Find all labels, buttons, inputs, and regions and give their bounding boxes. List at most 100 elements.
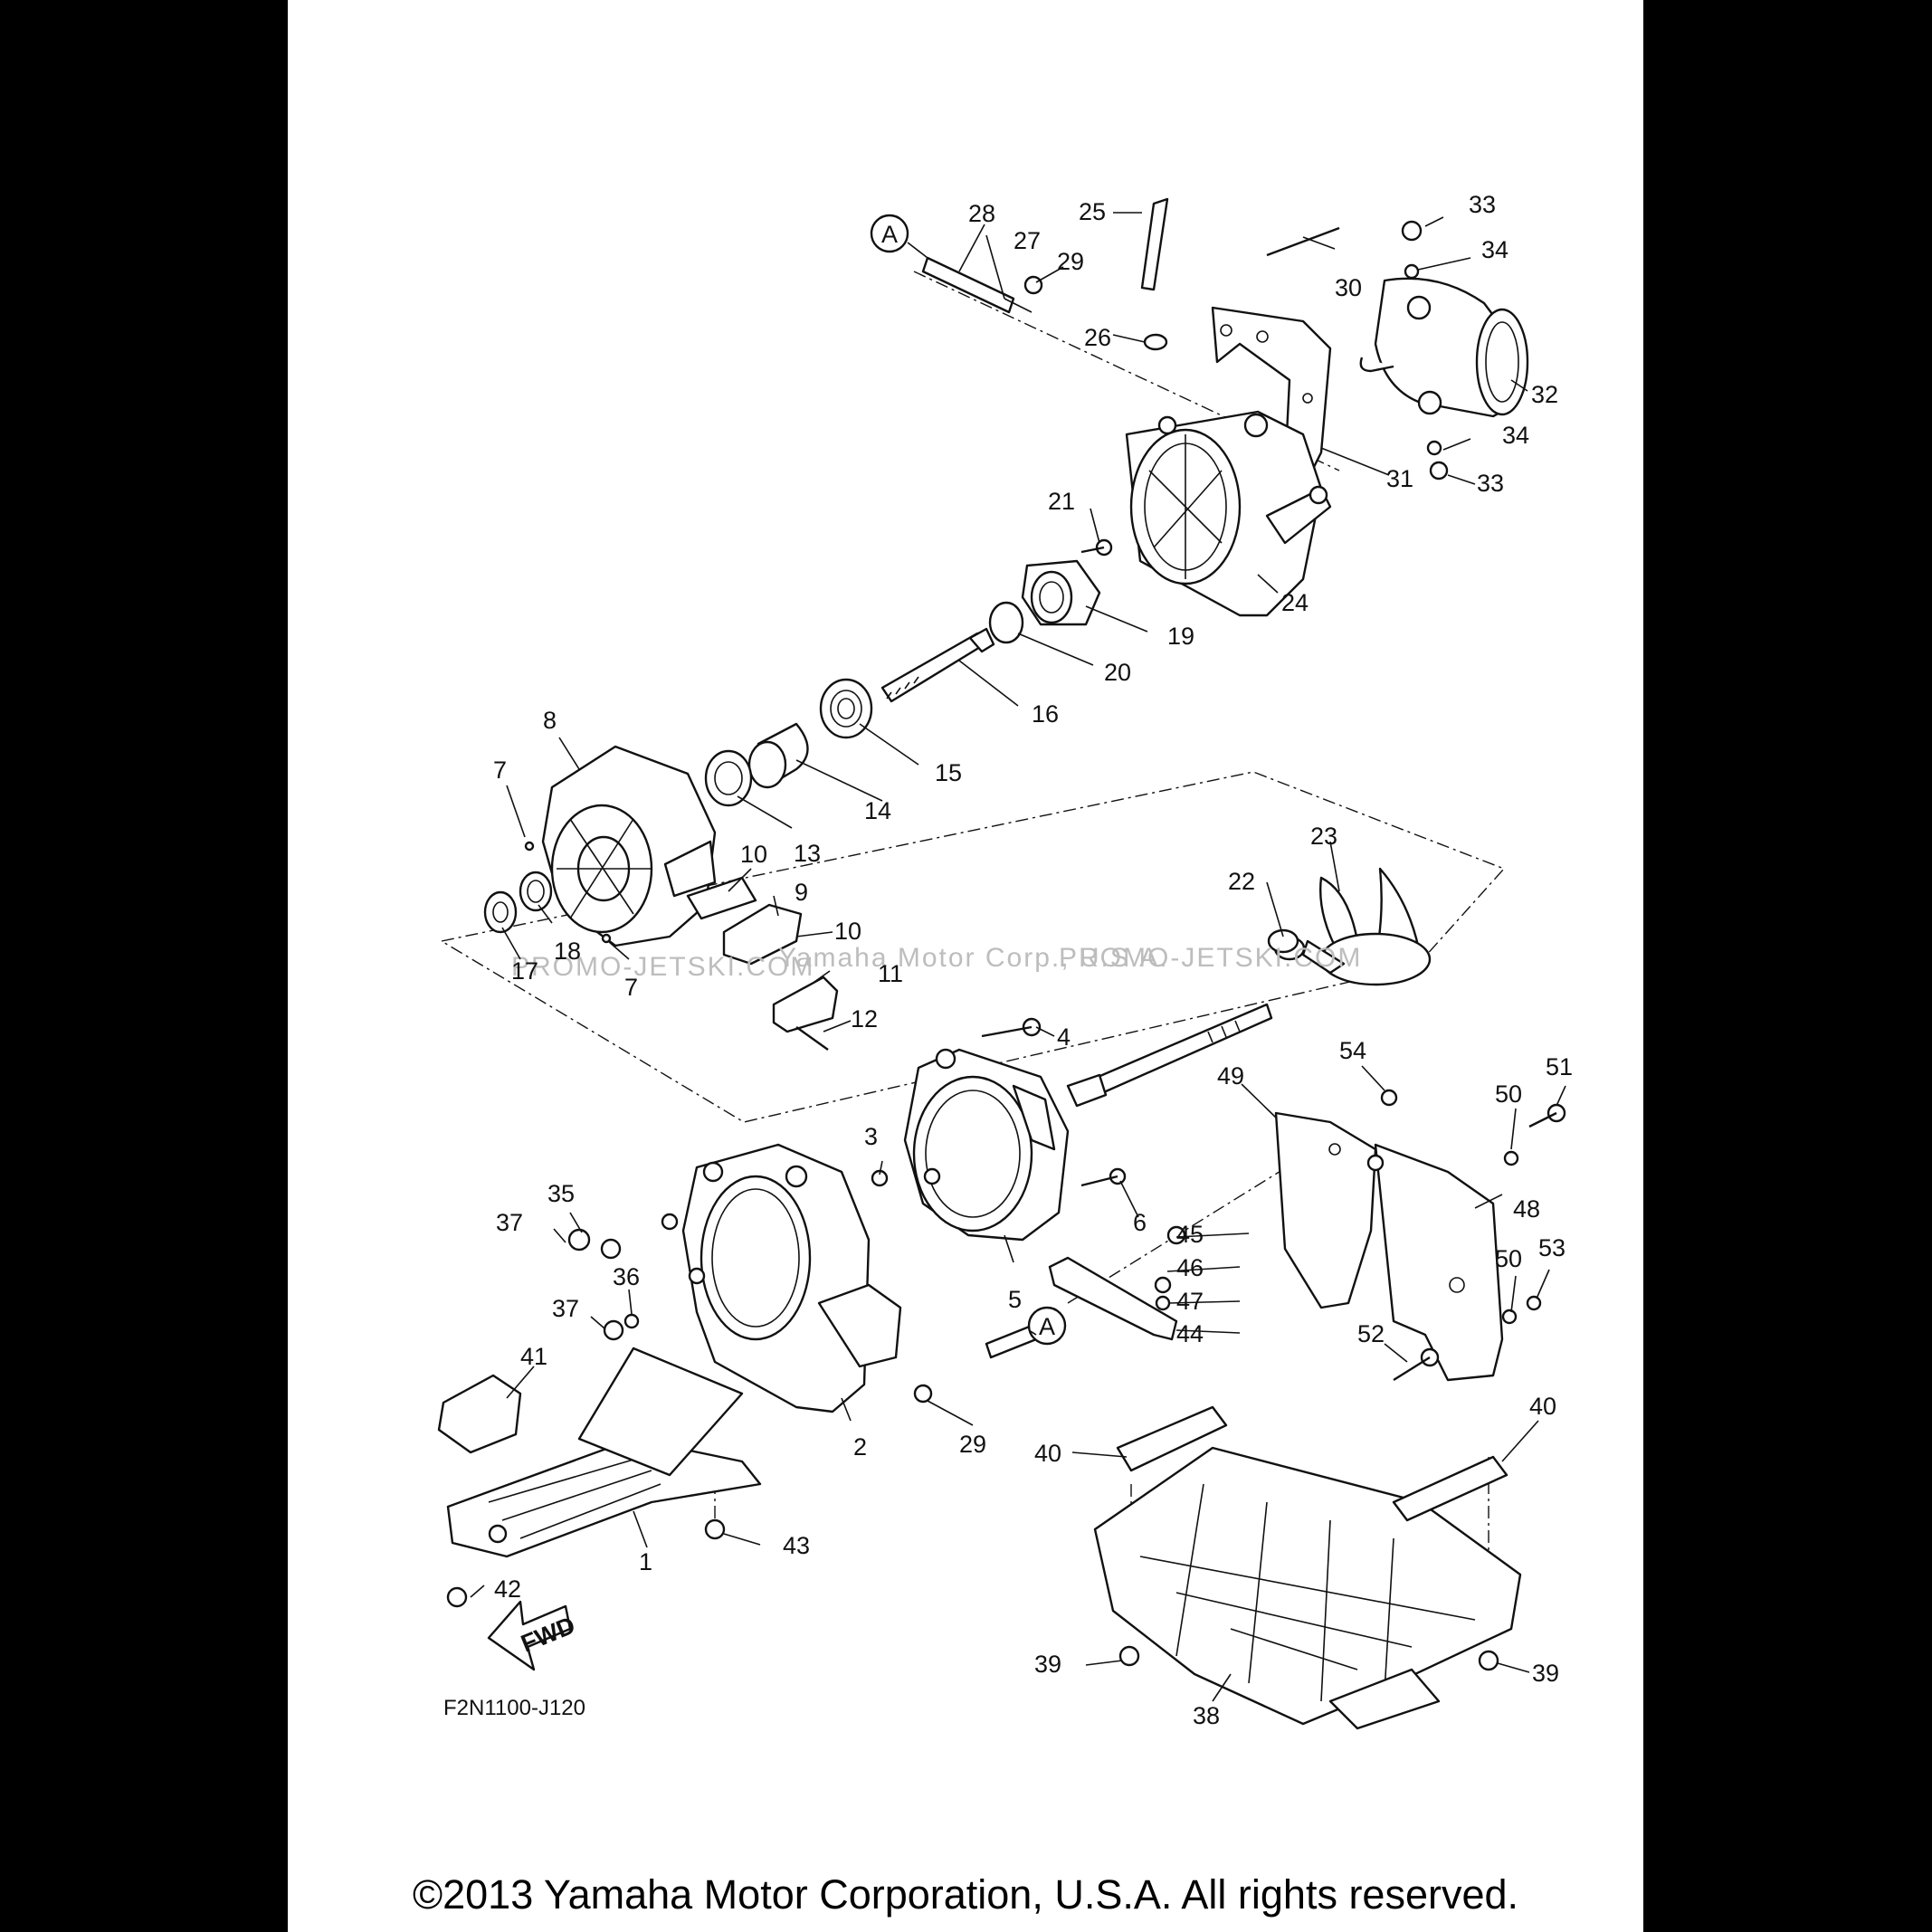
label-part-30: 30 bbox=[1335, 274, 1362, 301]
label-part-22: 22 bbox=[1228, 868, 1255, 895]
label-part-25: 25 bbox=[1079, 198, 1106, 225]
label-part-29-upper: 29 bbox=[1057, 248, 1084, 275]
part-18-seal bbox=[519, 871, 553, 912]
part-29-clamp-top bbox=[1023, 275, 1043, 295]
label-part-13: 13 bbox=[794, 840, 821, 867]
copyright-notice: ©2013 Yamaha Motor Corporation, U.S.A. A… bbox=[412, 1871, 1519, 1918]
label-part-33-lower: 33 bbox=[1477, 470, 1504, 497]
part-19-cap bbox=[1021, 559, 1101, 626]
part-17-seal bbox=[483, 890, 518, 934]
ref-marker-a-bottom: A bbox=[1027, 1306, 1067, 1346]
part-29-clamp-bottom bbox=[913, 1384, 933, 1404]
label-part-29-lower: 29 bbox=[959, 1431, 986, 1458]
ref-marker-a-top: A bbox=[870, 214, 928, 259]
label-part-14: 14 bbox=[864, 797, 891, 824]
part-labels: 1 2 3 4 5 6 7 7 8 9 10 10 11 12 13 14 15… bbox=[493, 191, 1573, 1729]
mount-axis-line bbox=[1067, 1139, 1331, 1304]
part-13-bearing bbox=[704, 749, 753, 807]
label-part-53: 53 bbox=[1538, 1234, 1566, 1261]
part-28-pipe bbox=[921, 256, 1015, 314]
label-part-49: 49 bbox=[1217, 1062, 1244, 1090]
label-part-48: 48 bbox=[1513, 1195, 1540, 1223]
label-part-17: 17 bbox=[511, 957, 538, 985]
part-9-cover bbox=[722, 903, 803, 966]
part-14-sleeve bbox=[747, 722, 809, 789]
label-part-34-lower: 34 bbox=[1502, 422, 1529, 449]
part-49-plate bbox=[1274, 1111, 1377, 1309]
label-part-1: 1 bbox=[639, 1548, 652, 1575]
fwd-arrow: FWD bbox=[487, 1600, 579, 1671]
part-41-plate bbox=[437, 1374, 522, 1454]
part-26-clamp bbox=[1143, 333, 1168, 351]
label-part-5: 5 bbox=[1008, 1286, 1022, 1313]
label-part-38: 38 bbox=[1193, 1702, 1220, 1729]
part-16-shaft bbox=[880, 627, 995, 703]
label-part-41: 41 bbox=[520, 1343, 547, 1370]
label-part-28: 28 bbox=[968, 200, 995, 227]
label-part-6: 6 bbox=[1133, 1209, 1147, 1236]
label-part-20: 20 bbox=[1104, 659, 1131, 686]
watermark-left: PROMO-JETSKI.COM bbox=[511, 952, 814, 982]
label-part-44: 44 bbox=[1176, 1320, 1204, 1347]
leader-lines bbox=[470, 212, 1566, 1702]
label-part-46: 46 bbox=[1176, 1254, 1204, 1281]
part-8-impeller-housing bbox=[541, 745, 717, 947]
part-27-hose-line bbox=[1004, 298, 1033, 313]
label-part-35: 35 bbox=[547, 1180, 575, 1207]
label-part-33-upper: 33 bbox=[1469, 191, 1496, 218]
impeller-assembly-boundary bbox=[440, 771, 1506, 1123]
svg-text:A: A bbox=[1039, 1313, 1055, 1340]
label-part-40-right: 40 bbox=[1529, 1393, 1556, 1420]
label-part-18: 18 bbox=[554, 937, 581, 965]
label-part-7-upper: 7 bbox=[493, 757, 507, 784]
label-part-39-left: 39 bbox=[1034, 1651, 1061, 1678]
label-part-32: 32 bbox=[1531, 381, 1558, 408]
label-part-52: 52 bbox=[1357, 1320, 1385, 1347]
label-part-26: 26 bbox=[1084, 324, 1111, 351]
label-part-47: 47 bbox=[1176, 1288, 1204, 1315]
label-part-4: 4 bbox=[1057, 1023, 1071, 1051]
drawing-code: F2N1100-J120 bbox=[443, 1696, 585, 1720]
part-5-duct bbox=[903, 1048, 1070, 1242]
drive-shaft bbox=[1066, 1003, 1273, 1108]
label-part-37-lower: 37 bbox=[552, 1295, 579, 1322]
part-2-pump-base bbox=[661, 1143, 902, 1413]
label-part-12: 12 bbox=[851, 1005, 878, 1033]
part-10-gasket bbox=[686, 876, 757, 920]
part-11-cover bbox=[772, 976, 839, 1033]
label-part-40-left: 40 bbox=[1034, 1440, 1061, 1467]
part-20-o-ring bbox=[988, 601, 1024, 644]
part-25-hose bbox=[1140, 197, 1169, 291]
label-part-11: 11 bbox=[878, 960, 903, 987]
label-part-8: 8 bbox=[543, 707, 557, 734]
part-32-nozzle bbox=[1359, 277, 1529, 418]
part-24-housing bbox=[1125, 410, 1332, 617]
fasteners bbox=[446, 220, 1566, 1671]
label-part-2: 2 bbox=[853, 1433, 867, 1461]
label-part-21: 21 bbox=[1048, 488, 1075, 515]
label-part-42: 42 bbox=[494, 1575, 521, 1603]
label-part-36: 36 bbox=[613, 1263, 640, 1290]
part-1-intake-grate bbox=[446, 1347, 762, 1558]
label-part-10-upper: 10 bbox=[740, 841, 767, 868]
label-part-19: 19 bbox=[1167, 623, 1194, 650]
label-part-50-upper: 50 bbox=[1495, 1080, 1522, 1108]
label-part-3: 3 bbox=[864, 1123, 878, 1150]
label-part-31: 31 bbox=[1386, 465, 1413, 492]
part-23-impeller bbox=[1301, 867, 1432, 986]
label-part-27: 27 bbox=[1014, 227, 1041, 254]
label-part-9: 9 bbox=[795, 879, 808, 906]
label-part-34-upper: 34 bbox=[1481, 236, 1508, 263]
part-15-bearing bbox=[819, 678, 873, 739]
label-part-23: 23 bbox=[1310, 823, 1337, 850]
part-44-strap bbox=[1048, 1256, 1178, 1341]
label-part-15: 15 bbox=[935, 759, 962, 786]
part-22-spring bbox=[1267, 928, 1306, 961]
part-40-mount-left bbox=[1116, 1405, 1228, 1472]
svg-text:A: A bbox=[881, 221, 898, 248]
label-part-7-lower: 7 bbox=[624, 974, 638, 1001]
label-part-10-lower: 10 bbox=[834, 918, 861, 945]
label-part-54: 54 bbox=[1339, 1037, 1366, 1064]
watermark-right: PROMO-JETSKI.COM bbox=[1059, 943, 1362, 973]
